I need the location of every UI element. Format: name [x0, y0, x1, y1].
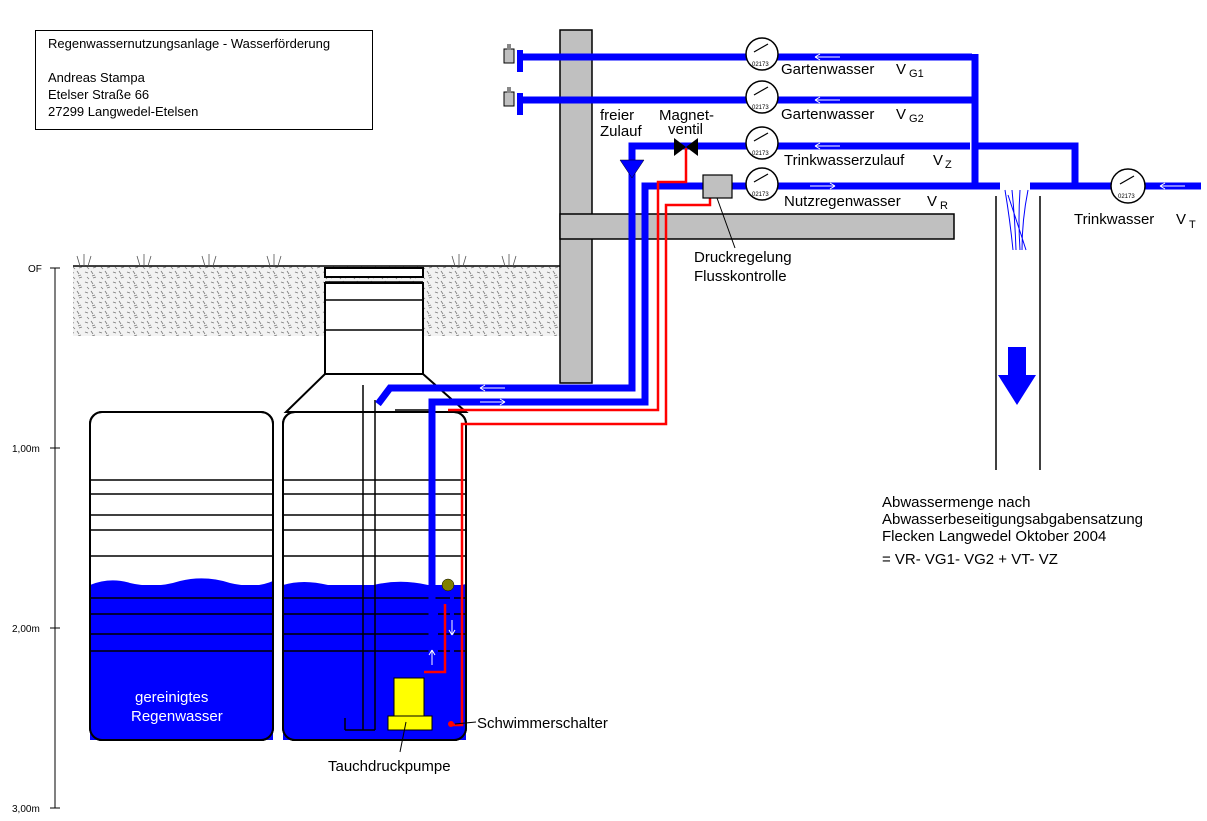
- label-druckregelung: Druckregelung: [694, 249, 792, 266]
- float-switch-bottom-icon: [448, 721, 454, 727]
- pump-leader: [399, 721, 407, 753]
- author-name: Andreas Stampa: [48, 70, 145, 85]
- sewer-drain: [995, 189, 1041, 470]
- depth-label-3m: 3,00m: [12, 804, 40, 815]
- author-street: Etelser Straße 66: [48, 87, 150, 102]
- depth-label-surface: OF: [28, 264, 42, 275]
- house-wall: [559, 29, 593, 384]
- soil-layer: [73, 266, 560, 336]
- diagram-title: Regenwassernutzungsanlage - Wasserförder…: [48, 36, 331, 51]
- floor-slab: [559, 213, 955, 240]
- label-schwimmerschalter: Schwimmerschalter: [477, 715, 608, 732]
- formula-line-1: Abwassermenge nach: [882, 494, 1031, 511]
- formula-line-3: Flecken Langwedel Oktober 2004: [882, 528, 1107, 545]
- garden-tap-1-icon: [503, 44, 515, 64]
- label-trinkwasser: Trinkwasser: [1074, 211, 1154, 228]
- drain-flow-arrow-icon: [998, 347, 1036, 405]
- water-meter-main-icon: 02173: [1110, 168, 1146, 204]
- cistern-left-tank: [89, 411, 274, 741]
- meter-reading-rainwater: 02173: [752, 192, 769, 198]
- pressure-controller: [702, 174, 733, 199]
- label-trinkwasserzulauf: Trinkwasserzulauf: [784, 152, 905, 169]
- label-gereinigtes: gereinigtes: [135, 689, 208, 706]
- water-meter-garden2-icon: 02173: [745, 80, 779, 114]
- address-box: Regenwassernutzungsanlage - Wasserförder…: [35, 30, 373, 130]
- inlet-pipe-tank: [344, 385, 430, 731]
- label-regenwasser: Regenwasser: [131, 708, 223, 725]
- cistern-dome: [283, 267, 469, 413]
- label-freier-zulauf-2: Zulauf: [600, 123, 643, 140]
- float-switch-leader: [454, 721, 477, 725]
- flow-arrows: [428, 53, 1185, 665]
- meter-reading-garden1: 02173: [752, 62, 769, 68]
- meter-reading-drinking-supply: 02173: [752, 151, 769, 157]
- water-meter-garden1-icon: 02173: [745, 37, 779, 71]
- blue-pipes: [375, 50, 1201, 700]
- wastewater-formula: Abwassermenge nach Abwasserbeseitigungsa…: [882, 494, 1143, 568]
- label-gartenwasser-1: Gartenwasser: [781, 61, 874, 78]
- magnet-valve-icon: [674, 138, 698, 156]
- meter-reading-garden2: 02173: [752, 105, 769, 111]
- label-nutzregenwasser: Nutzregenwasser: [784, 193, 901, 210]
- float-switch-icon: [441, 578, 455, 592]
- water-meter-drinking-supply-icon: 02173: [745, 126, 779, 160]
- pressure-controller-leader: [716, 197, 736, 249]
- depth-label-2m: 2,00m: [12, 624, 40, 635]
- water-meter-rainwater-icon: 02173: [745, 167, 779, 201]
- depth-scale: OF 1,00m 2,00m 3,00m: [12, 264, 60, 815]
- grass-tufts: [76, 254, 517, 267]
- label-tauchdruckpumpe: Tauchdruckpumpe: [328, 758, 451, 775]
- label-magnetventil-2: ventil: [668, 121, 703, 138]
- depth-label-1m: 1,00m: [12, 444, 40, 455]
- free-inlet-funnel-icon: [619, 159, 645, 179]
- label-freier-zulauf-1: freier: [600, 107, 634, 124]
- label-magnetventil-1: Magnet-: [659, 107, 714, 124]
- submersible-pump: [387, 677, 433, 731]
- formula-expression: = VR- VG1- VG2 + VT- VZ: [882, 551, 1058, 568]
- control-cables: [424, 148, 712, 727]
- meter-reading-main: 02173: [1118, 194, 1135, 200]
- garden-tap-2-icon: [503, 87, 515, 107]
- label-gartenwasser-2: Gartenwasser: [781, 106, 874, 123]
- label-flusskontrolle: Flusskontrolle: [694, 268, 787, 285]
- author-city: 27299 Langwedel-Etelsen: [48, 104, 199, 119]
- formula-line-2: Abwasserbeseitigungsabgabensatzung: [882, 511, 1144, 528]
